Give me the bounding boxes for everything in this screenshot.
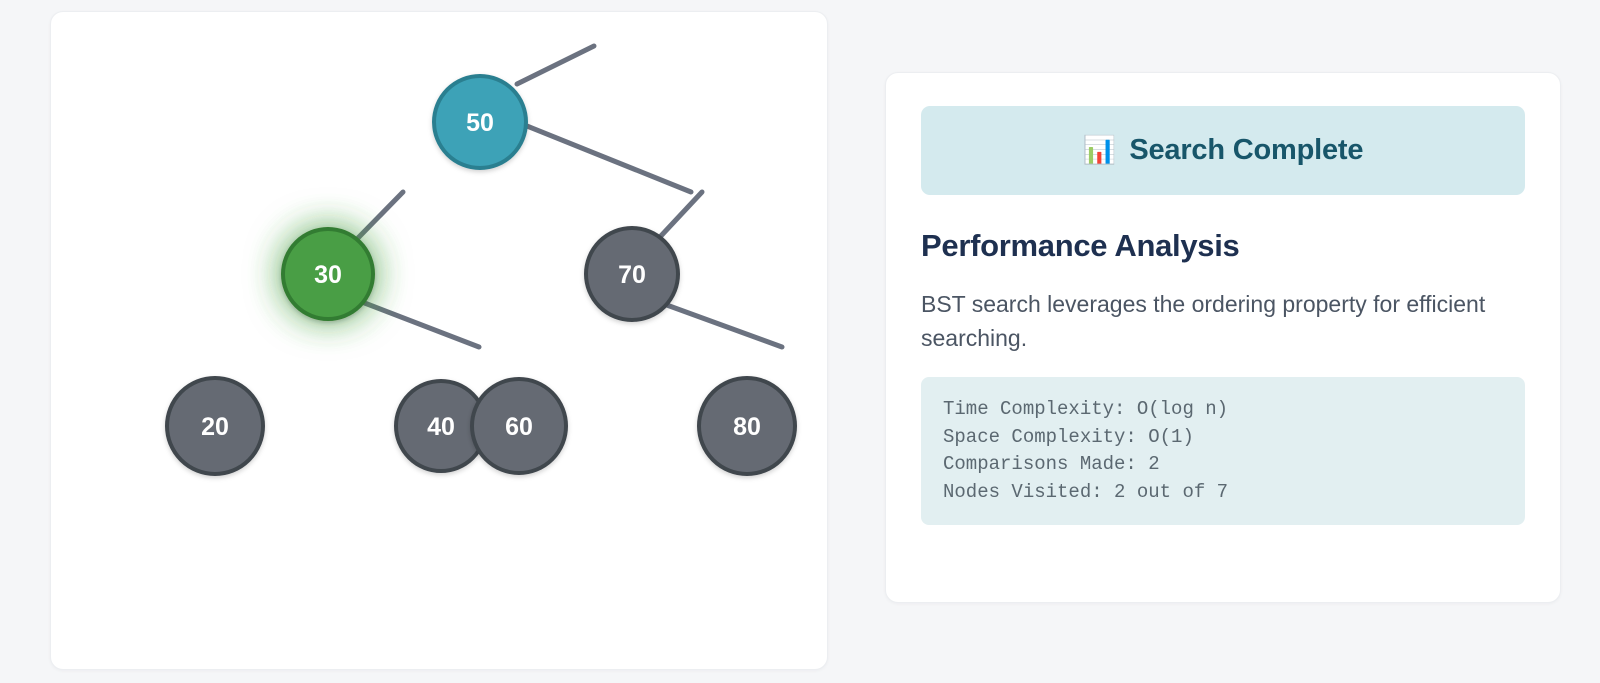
node-value-label: 70 bbox=[618, 261, 646, 289]
node-value-label: 50 bbox=[466, 109, 494, 137]
tree-node-80[interactable]: 80 bbox=[697, 376, 797, 476]
tree-node-30[interactable]: 30 bbox=[281, 227, 375, 321]
node-circle[interactable] bbox=[697, 376, 797, 476]
node-circle[interactable] bbox=[432, 74, 528, 170]
tree-edge bbox=[656, 189, 705, 241]
analysis-panel-card: 📊 Search Complete Performance Analysis B… bbox=[885, 72, 1561, 603]
node-value-label: 30 bbox=[314, 261, 342, 289]
tree-node-40[interactable]: 40 bbox=[394, 379, 488, 473]
node-circle[interactable] bbox=[470, 377, 568, 475]
tree-edge bbox=[514, 43, 597, 87]
node-circle[interactable] bbox=[281, 227, 375, 321]
performance-analysis-heading: Performance Analysis bbox=[921, 228, 1240, 263]
node-circle[interactable] bbox=[584, 226, 680, 322]
tree-node-60[interactable]: 60 bbox=[470, 377, 568, 475]
node-value-label: 40 bbox=[427, 413, 455, 441]
binary-search-tree-graph[interactable]: 50 30 70 20 40 60 80 bbox=[51, 12, 828, 670]
tree-edge bbox=[355, 189, 406, 241]
tree-edge bbox=[661, 301, 785, 350]
node-value-label: 80 bbox=[733, 413, 761, 441]
tree-node-20[interactable]: 20 bbox=[165, 376, 265, 476]
node-value-label: 20 bbox=[201, 413, 229, 441]
node-value-label: 60 bbox=[505, 413, 533, 441]
tree-nodes[interactable]: 50 30 70 20 40 60 80 bbox=[165, 74, 797, 476]
bar-chart-icon: 📊 bbox=[1082, 135, 1117, 165]
tree-node-70[interactable]: 70 bbox=[584, 226, 680, 322]
tree-edges bbox=[355, 43, 785, 350]
analysis-description: BST search leverages the ordering proper… bbox=[921, 291, 1486, 352]
tree-visualization-card: 50 30 70 20 40 60 80 bbox=[50, 11, 828, 670]
tree-edge bbox=[514, 119, 694, 195]
node-circle[interactable] bbox=[165, 376, 265, 476]
tree-edge bbox=[359, 299, 482, 350]
tree-node-50[interactable]: 50 bbox=[432, 74, 528, 170]
status-banner-label: Search Complete bbox=[1129, 134, 1364, 166]
status-banner: 📊 Search Complete bbox=[921, 106, 1525, 195]
complexity-metrics-block: Time Complexity: O(log n) Space Complexi… bbox=[921, 377, 1525, 526]
